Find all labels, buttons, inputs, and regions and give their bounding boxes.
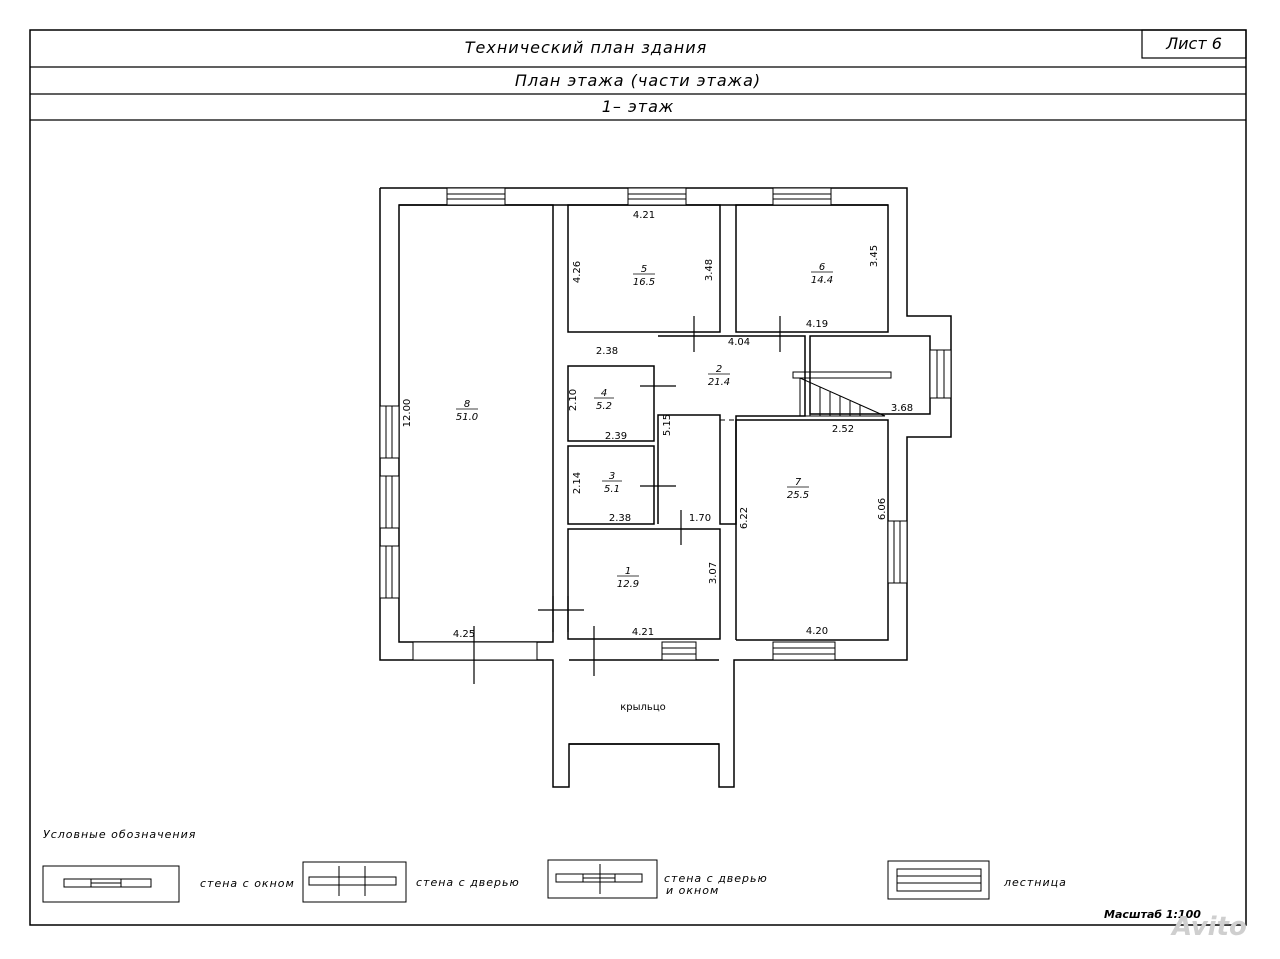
room-4-outline <box>567 365 655 442</box>
room-3-number: 3 <box>609 471 615 482</box>
dim-r7-bottom: 4.20 <box>806 626 828 637</box>
legend-wall-door-window-label-2: и окном <box>666 884 719 897</box>
legend: Условные обозначения стена с окном стена… <box>42 828 1067 903</box>
rooms-outline <box>398 204 931 745</box>
windows <box>379 187 952 661</box>
room-2-number: 2 <box>716 364 722 375</box>
room-1-outline <box>567 528 721 640</box>
doors <box>473 316 781 684</box>
dim-r2-left: 5.15 <box>662 414 673 436</box>
dim-r2-top: 4.04 <box>728 337 750 348</box>
dim-r3-bottom: 2.38 <box>609 513 631 524</box>
room-3-area: 5.1 <box>604 484 620 495</box>
room-8-outline <box>398 204 554 643</box>
scale-label: Масштаб 1:100 <box>1104 908 1201 921</box>
room-7-label: 7 25.5 <box>787 477 809 501</box>
dim-r8-height: 12.00 <box>402 399 413 428</box>
room-5-label: 5 16.5 <box>633 264 655 288</box>
dim-r6-right: 3.45 <box>869 245 880 267</box>
dim-r7-left: 6.22 <box>739 507 750 529</box>
legend-wall-door-window-symbol <box>547 859 658 899</box>
window-right-7 <box>887 520 908 584</box>
dimension-labels: 12.00 4.25 4.21 4.26 3.48 2.38 3.45 4.19… <box>402 210 913 640</box>
legend-wall-door-symbol <box>302 861 407 903</box>
room-2-area: 21.4 <box>708 377 730 388</box>
legend-wall-door-label: стена с дверью <box>416 876 520 889</box>
dim-r5-right: 3.48 <box>704 259 715 281</box>
porch-label: крыльцо <box>620 702 666 713</box>
dim-r5-top: 4.21 <box>633 210 655 221</box>
room-6-number: 6 <box>819 262 825 273</box>
legend-stairs-symbol <box>887 860 990 900</box>
legend-wall-door-window-label: стена с дверью <box>664 872 768 885</box>
title-block <box>29 29 1247 926</box>
room-2-outline <box>657 335 806 525</box>
dim-r1-bottom: 4.21 <box>632 627 654 638</box>
dim-stair: 3.68 <box>891 403 913 414</box>
window-bottom-8 <box>412 641 538 661</box>
room-7-number: 7 <box>795 477 802 488</box>
room-6-area: 14.4 <box>811 275 833 286</box>
room-6-outline <box>735 204 889 333</box>
room-labels: 8 51.0 5 16.5 6 14.4 2 21.4 4 5.2 3 5.1 <box>456 262 833 590</box>
legend-wall-window-label: стена с окном <box>200 877 295 890</box>
avito-watermark: Avito <box>1172 912 1247 942</box>
room-1-number: 1 <box>625 566 631 577</box>
window-right-stair <box>929 349 952 399</box>
room-8-number: 8 <box>464 399 470 410</box>
plan-subtitle: План этажа (части этажа) <box>514 71 762 90</box>
window-bottom-7 <box>772 641 836 661</box>
room-4-label: 4 5.2 <box>594 388 614 412</box>
room-8-label: 8 51.0 <box>456 399 478 423</box>
legend-stairs-label: лестница <box>1003 876 1067 889</box>
room-8-area: 51.0 <box>456 412 478 423</box>
room-4-area: 5.2 <box>596 401 612 412</box>
room-5-number: 5 <box>641 264 647 275</box>
room-5-area: 16.5 <box>633 277 655 288</box>
dim-r7-right: 6.06 <box>877 498 888 520</box>
sheet-number: Лист 6 <box>1166 34 1222 53</box>
dim-r1-right: 3.07 <box>708 562 719 584</box>
dim-r5-bottom: 2.38 <box>596 346 618 357</box>
room-4-number: 4 <box>601 388 607 399</box>
room-1-label: 1 12.9 <box>617 566 639 590</box>
room-7-area: 25.5 <box>787 490 809 501</box>
dim-r7-top: 2.52 <box>832 424 854 435</box>
window-left-3 <box>379 545 400 599</box>
room-3-label: 3 5.1 <box>602 471 622 495</box>
dim-r3-left: 2.14 <box>572 472 583 494</box>
floor-label: 1– этаж <box>601 97 675 116</box>
window-top-1 <box>446 187 506 206</box>
legend-wall-window-symbol <box>42 865 180 903</box>
window-top-2 <box>627 187 687 206</box>
dim-r5-left: 4.26 <box>572 261 583 283</box>
dim-r2-bottom: 1.70 <box>689 513 711 524</box>
room-3-outline <box>567 445 655 525</box>
dim-r8-width: 4.25 <box>453 629 475 640</box>
window-left-1 <box>379 405 400 459</box>
dim-r4-bottom: 2.39 <box>605 431 627 442</box>
dim-r4-left: 2.10 <box>568 389 579 411</box>
sheet-title: Технический план здания <box>464 38 708 57</box>
dim-r6-bottom: 4.19 <box>806 319 828 330</box>
legend-title: Условные обозначения <box>43 828 196 841</box>
window-top-3 <box>772 187 832 206</box>
window-left-2 <box>379 475 400 529</box>
room-2-label: 2 21.4 <box>708 364 730 388</box>
room-7-outline <box>735 419 889 641</box>
room-1-area: 12.9 <box>617 579 639 590</box>
window-bottom-1 <box>661 641 697 661</box>
room-6-label: 6 14.4 <box>811 262 833 286</box>
outer-walls <box>379 187 952 788</box>
stairs-symbol <box>792 371 892 417</box>
